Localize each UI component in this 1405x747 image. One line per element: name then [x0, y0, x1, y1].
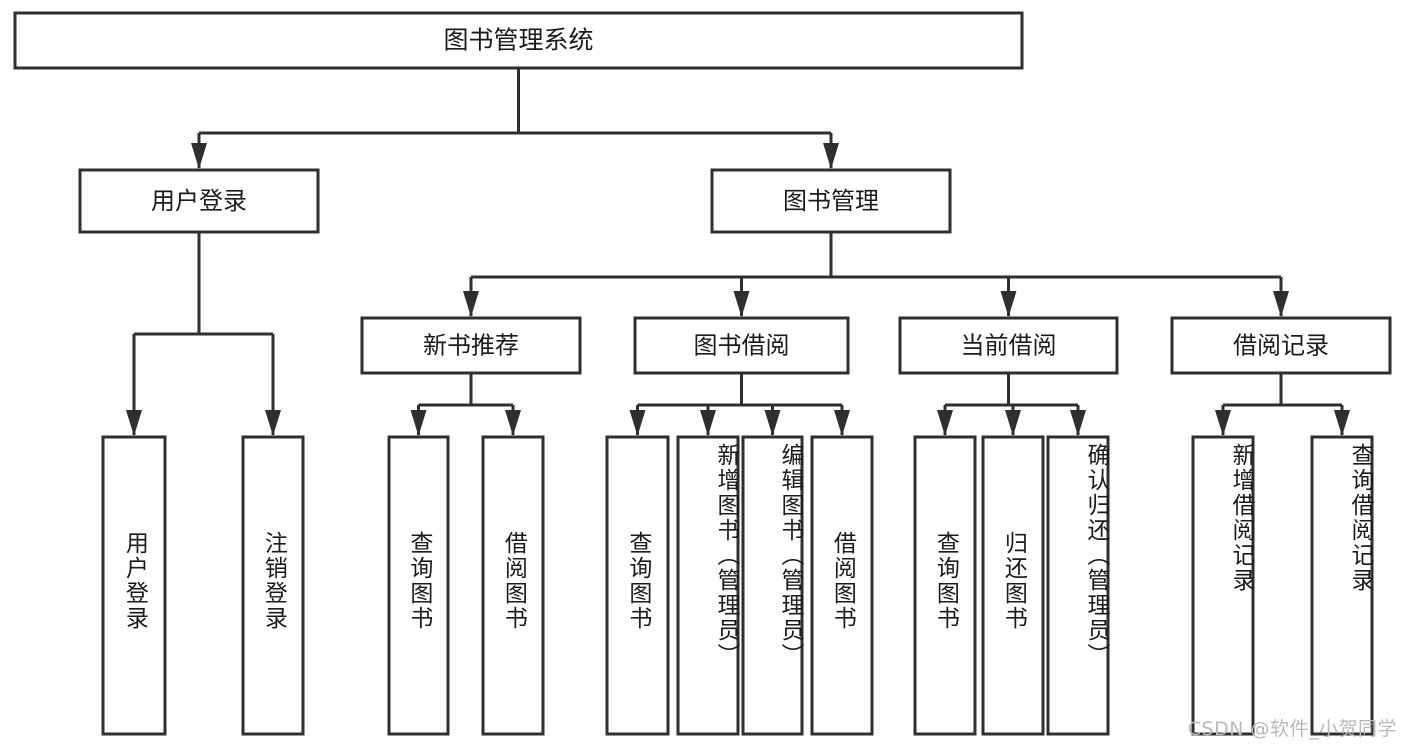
arrow-head-15 — [1005, 410, 1021, 436]
node-box-level3-1 — [633, 316, 850, 375]
node-box-leaf-5 — [676, 435, 740, 736]
arrow-head-1 — [823, 143, 839, 169]
arrow-head-9 — [505, 410, 521, 436]
node-box-leaf-4 — [605, 435, 670, 736]
node-box-level3-3 — [1170, 316, 1392, 375]
node-box-leaf-6 — [741, 435, 804, 736]
node-label-level2-1: 图书管理 — [783, 187, 879, 215]
watermark: CSDN @软件_小贺同学 — [1187, 718, 1397, 740]
box-layer — [13, 11, 1392, 736]
node-label-level3-1: 图书借阅 — [694, 332, 790, 360]
node-label-level3-0: 新书推荐 — [423, 332, 519, 360]
arrow-head-17 — [1215, 410, 1231, 436]
arrow-head-12 — [764, 410, 781, 436]
node-label-level3-2: 当前借阅 — [961, 332, 1057, 360]
arrow-head-4 — [1000, 291, 1017, 317]
node-box-leaf-0 — [101, 435, 167, 736]
node-box-leaf-9 — [981, 435, 1045, 736]
arrow-head-7 — [265, 410, 281, 436]
arrow-head-18 — [1334, 410, 1350, 436]
arrow-head-5 — [1273, 291, 1289, 317]
node-box-leaf-11 — [1191, 435, 1255, 736]
node-box-leaf-3 — [481, 435, 545, 736]
arrow-head-6 — [126, 410, 142, 436]
arrow-head-8 — [410, 410, 427, 436]
node-box-root-0 — [13, 11, 1024, 70]
node-box-leaf-8 — [913, 435, 977, 736]
node-box-level3-2 — [898, 316, 1119, 375]
node-label-level3-3: 借阅记录 — [1233, 332, 1329, 360]
node-label-level2-0: 用户登录 — [151, 187, 247, 215]
arrow-head-10 — [629, 410, 646, 436]
arrow-head-11 — [700, 410, 716, 436]
node-box-level3-0 — [360, 316, 582, 375]
arrow-head-2 — [463, 291, 479, 317]
arrow-head-0 — [191, 143, 207, 169]
node-label-root-0: 图书管理系统 — [443, 26, 593, 55]
arrow-head-13 — [834, 410, 850, 436]
node-box-level2-1 — [710, 168, 952, 234]
node-box-leaf-12 — [1310, 435, 1374, 736]
node-box-level2-0 — [78, 168, 320, 234]
node-box-leaf-2 — [387, 435, 450, 736]
node-box-leaf-1 — [241, 435, 305, 736]
connector-layer — [126, 68, 1350, 436]
arrow-head-3 — [733, 291, 750, 317]
node-box-leaf-7 — [810, 435, 874, 736]
node-box-leaf-10 — [1046, 435, 1110, 736]
arrow-head-14 — [937, 410, 953, 436]
arrow-head-16 — [1070, 410, 1086, 436]
